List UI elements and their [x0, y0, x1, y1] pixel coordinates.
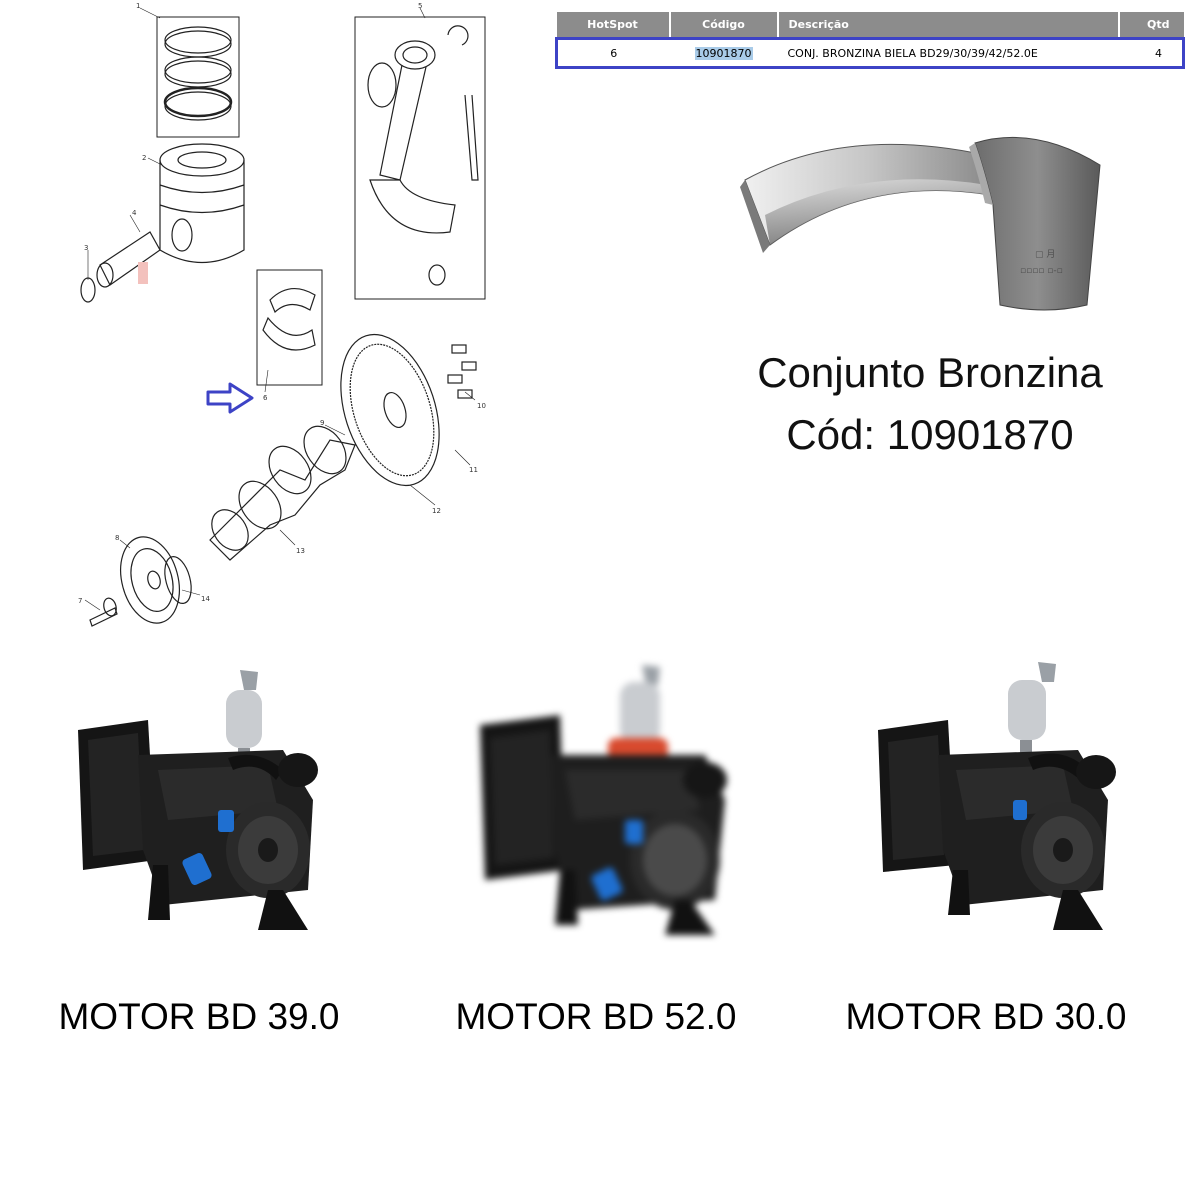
- bearing-shells-photo: ▢ 月 ▫▫▫▫ ▫-▫: [740, 136, 1101, 311]
- callout-14: 14: [201, 595, 210, 603]
- callout-13: 13: [296, 547, 305, 555]
- column-header-codigo: Código: [669, 12, 779, 39]
- snap-ring: [80, 277, 96, 303]
- cell-hotspot: 6: [555, 37, 670, 69]
- motor-label-bd39: MOTOR BD 39.0: [58, 996, 340, 1037]
- bearing-shells: [262, 288, 316, 351]
- crankshaft: [209, 425, 356, 561]
- flywheel: [340, 333, 440, 487]
- exploded-parts-diagram: 1 2 3 4 5 6 7 8 9 10 11 12 13 14: [78, 2, 486, 627]
- callout-11: 11: [469, 466, 478, 474]
- callout-9: 9: [320, 419, 324, 427]
- callout-8: 8: [115, 534, 119, 542]
- connecting-rod-box: [354, 16, 486, 300]
- callout-5: 5: [418, 2, 422, 10]
- svg-text:▫▫▫▫ ▫-▫: ▫▫▫▫ ▫-▫: [1020, 266, 1063, 276]
- callout-7: 7: [78, 597, 82, 605]
- piston-rings-box: [156, 16, 240, 138]
- svg-text:▢ 月: ▢ 月: [1035, 249, 1055, 260]
- cell-codigo: 10901870: [669, 37, 778, 69]
- engine-image-bd30: [878, 662, 1116, 930]
- flywheel-bolts: [447, 344, 477, 399]
- motor-label-bd52: MOTOR BD 52.0: [455, 996, 737, 1037]
- oil-seal: [164, 556, 192, 604]
- table-row-selected[interactable]: 6 10901870 CONJ. BRONZINA BIELA BD29/30/…: [555, 37, 1185, 69]
- pulley-bolt: [89, 597, 118, 627]
- cell-descricao: CONJ. BRONZINA BIELA BD29/30/39/42/52.0E: [777, 37, 1119, 69]
- piston-pin: [96, 231, 161, 288]
- bearing-shell-lower: [974, 136, 1101, 311]
- callout-12: 12: [432, 507, 441, 515]
- callout-10: 10: [477, 402, 486, 410]
- engine-image-bd52: [480, 665, 727, 935]
- motor-label-bd30: MOTOR BD 30.0: [845, 996, 1127, 1037]
- product-code: Cód: 10901870: [786, 411, 1074, 458]
- bearing-box: [256, 269, 323, 386]
- engine-illustration: [480, 665, 727, 935]
- cell-qtd: 4: [1118, 37, 1185, 69]
- column-header-qtd: Qtd: [1118, 12, 1184, 39]
- column-header-descricao: Descrição: [777, 12, 1120, 39]
- engine-illustration: [878, 662, 1116, 930]
- column-header-hotspot: HotSpot: [556, 12, 671, 39]
- callout-6: 6: [263, 394, 268, 402]
- callout-2: 2: [142, 154, 146, 162]
- engine-image-bd39: [78, 670, 318, 930]
- callout-numbers: 1 2 3 4 5 6 7 8 9 10 11 12 13 14: [78, 2, 486, 605]
- hotspot-arrow-icon: [206, 382, 254, 414]
- engine-illustration: [78, 670, 318, 930]
- product-title: Conjunto Bronzina Cód: 10901870: [700, 342, 1160, 466]
- callout-1: 1: [136, 2, 140, 10]
- parts-table: HotSpot Código Descrição Qtd 6 10901870 …: [555, 12, 1185, 69]
- connecting-rod: [367, 25, 479, 286]
- piston: [159, 143, 245, 264]
- product-name: Conjunto Bronzina: [757, 349, 1103, 396]
- codigo-highlight: 10901870: [694, 46, 753, 60]
- callout-3: 3: [84, 244, 88, 252]
- table-header-row: HotSpot Código Descrição Qtd: [556, 12, 1184, 39]
- callout-4: 4: [132, 209, 137, 217]
- piston-rings: [163, 26, 233, 121]
- crank-pulley: [120, 536, 180, 624]
